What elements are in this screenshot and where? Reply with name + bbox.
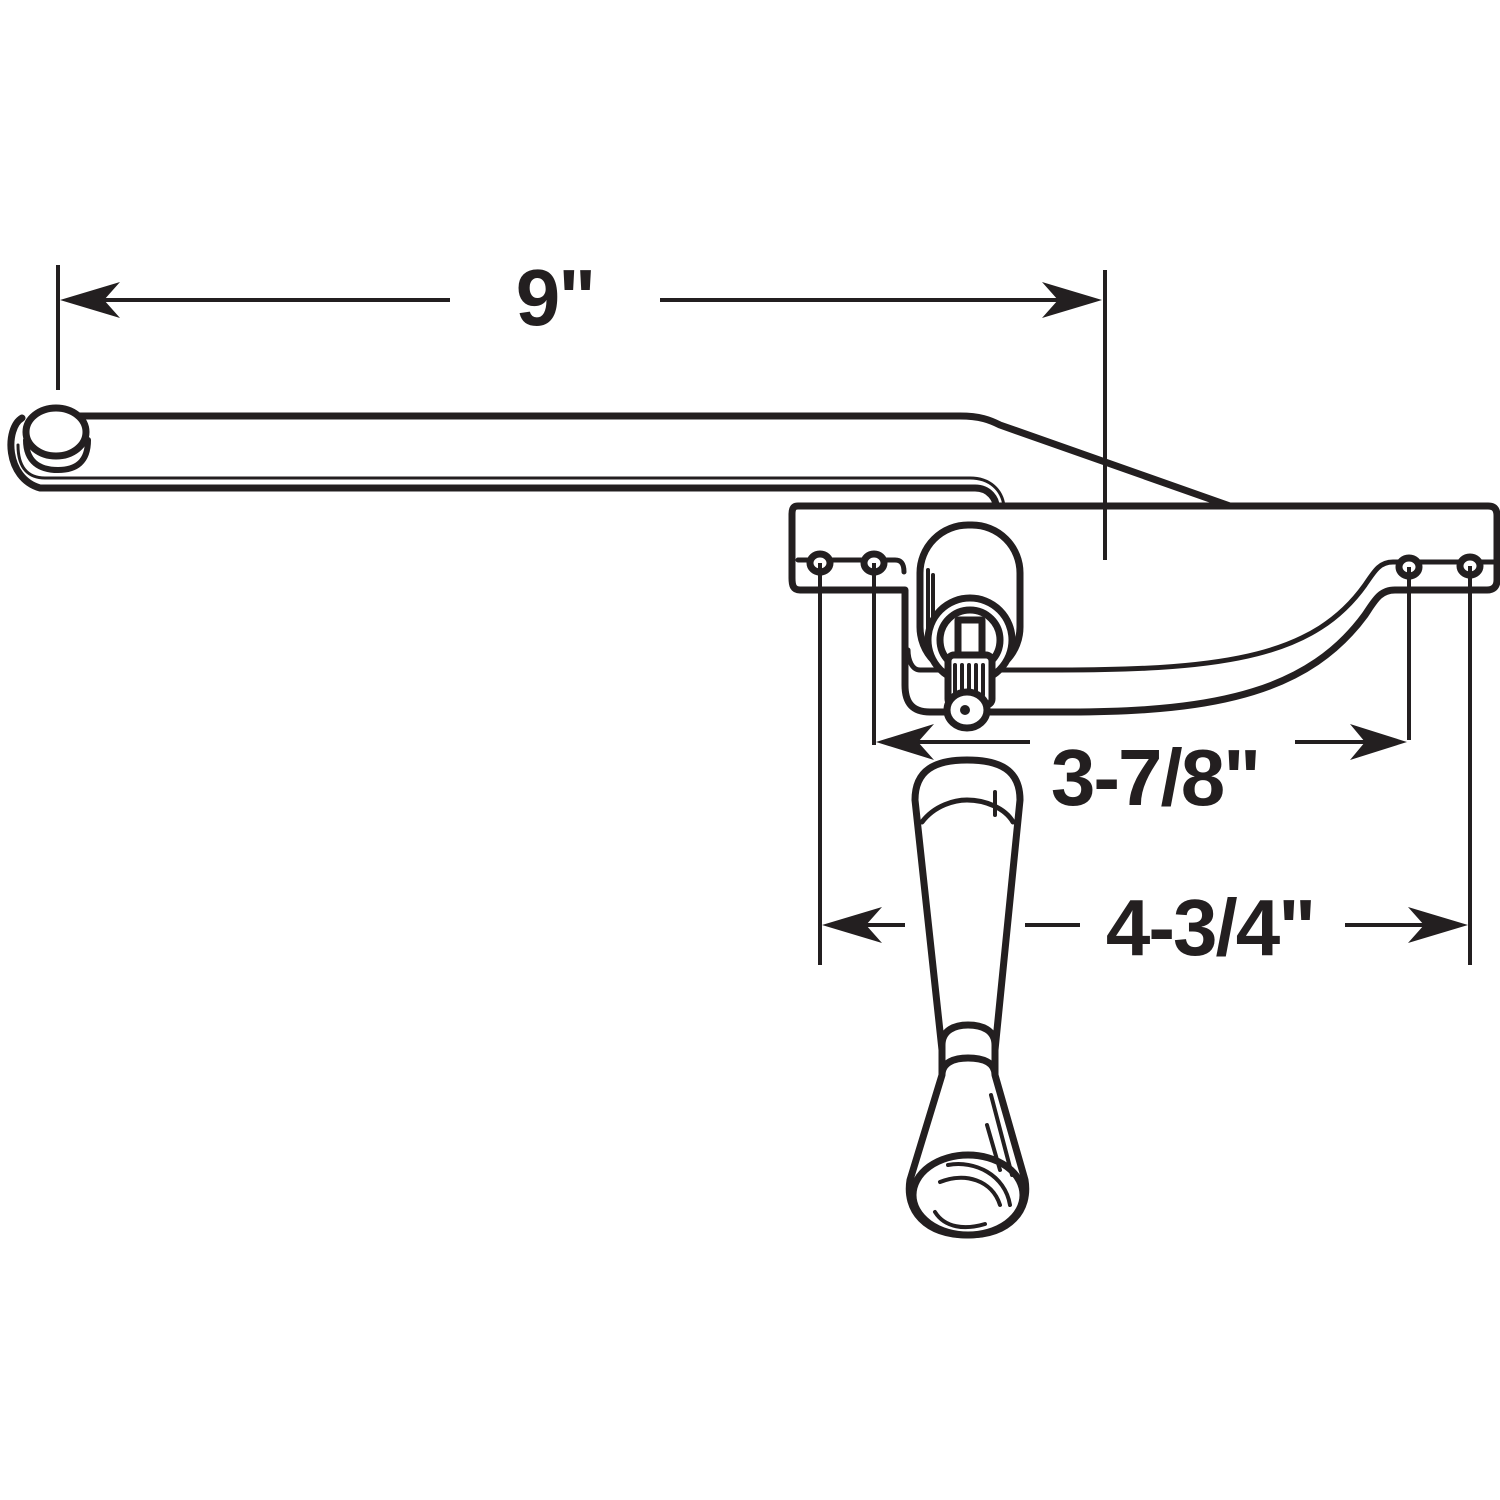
dimension-label-4-3-4in: 4-3/4" bbox=[1106, 883, 1314, 972]
arrow-left-icon bbox=[876, 724, 934, 760]
arrow-right-icon bbox=[1408, 907, 1468, 943]
operator-arm bbox=[7, 404, 1234, 510]
dimension-outer-holes: 4-3/4" bbox=[818, 563, 1472, 972]
arrow-left-icon bbox=[60, 282, 120, 318]
crank-handle bbox=[905, 756, 1030, 1239]
dimension-arm-length: 9" bbox=[56, 253, 1107, 560]
arrow-right-icon bbox=[1350, 724, 1407, 760]
arrow-right-icon bbox=[1042, 282, 1102, 318]
dimension-label-3-7-8in: 3-7/8" bbox=[1051, 733, 1259, 822]
dimension-inner-holes: 3-7/8" bbox=[872, 563, 1411, 822]
dimension-label-9in: 9" bbox=[516, 253, 594, 342]
arrow-left-icon bbox=[822, 907, 882, 943]
spline-shaft bbox=[943, 616, 996, 732]
operator-base-plate bbox=[788, 502, 1500, 716]
